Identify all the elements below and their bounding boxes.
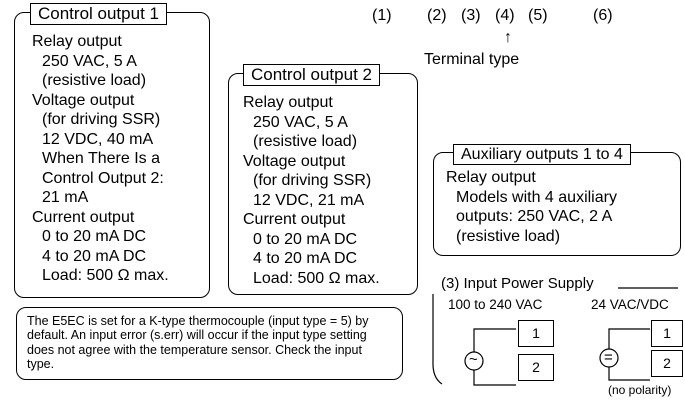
spec-line: 12 VDC, 21 mA bbox=[253, 191, 365, 209]
model-code-4: (4) bbox=[495, 7, 515, 24]
spec-line: Relay output bbox=[243, 94, 333, 111]
dc-terminal-1: 1 bbox=[651, 320, 683, 347]
dc-terminal-2: 2 bbox=[651, 350, 683, 377]
ac-source-icon bbox=[464, 351, 484, 371]
spec-line: Relay output bbox=[446, 169, 536, 186]
spec-line: Voltage output bbox=[32, 91, 135, 109]
spec-line: Current output bbox=[32, 208, 135, 226]
spec-line: 0 to 20 mA DC bbox=[42, 228, 147, 245]
power-supply-title: (3) Input Power Supply bbox=[441, 275, 594, 292]
spec-line: 4 to 20 mA DC bbox=[42, 247, 147, 265]
spec-line: (for driving SSR) bbox=[253, 172, 372, 189]
spec-line: Load: 500 Ω max. bbox=[42, 267, 169, 284]
spec-line: Control Output 2: bbox=[42, 169, 164, 187]
spec-line: 4 to 20 mA DC bbox=[253, 250, 358, 267]
spec-line: 250 VAC, 5 A bbox=[42, 52, 137, 70]
control-output-2-box bbox=[228, 73, 418, 295]
model-code-1: (1) bbox=[372, 7, 392, 24]
control-output-1-title: Control output 1 bbox=[30, 3, 167, 25]
spec-line: 12 VDC, 40 mA bbox=[42, 130, 154, 148]
ac-terminal-1: 1 bbox=[518, 320, 554, 347]
dc-wire-bottom bbox=[608, 366, 650, 381]
thermocouple-note: The E5EC is set for a K-type thermocoupl… bbox=[16, 307, 403, 380]
dc-equals-symbol: = bbox=[604, 349, 613, 366]
bracket-line bbox=[432, 294, 443, 385]
auxiliary-outputs-title: Auxiliary outputs 1 to 4 bbox=[453, 144, 631, 165]
spec-line: Models with 4 auxiliary bbox=[456, 188, 617, 206]
spec-line: Current output bbox=[243, 211, 346, 228]
ac-terminal-2: 2 bbox=[518, 354, 554, 381]
model-code-2: (2) bbox=[427, 7, 447, 24]
ac-wire-top bbox=[473, 328, 516, 354]
ac-wire-bottom bbox=[473, 368, 516, 386]
dc-source-icon bbox=[599, 348, 619, 368]
ac-wave-symbol: ~ bbox=[469, 351, 478, 368]
spec-line: (resistive load) bbox=[253, 133, 358, 150]
dc-wire-top bbox=[608, 328, 650, 350]
model-code-3: (3) bbox=[461, 7, 481, 24]
power-supply-diagram bbox=[432, 287, 678, 386]
ac-voltage-label: 100 to 240 VAC bbox=[448, 297, 543, 312]
no-polarity-note: (no polarity) bbox=[608, 383, 672, 397]
spec-line: (resistive load) bbox=[42, 72, 147, 89]
spec-line: Load: 500 Ω max. bbox=[253, 269, 380, 287]
up-arrow-icon: ↑ bbox=[504, 29, 512, 46]
spec-line: 21 mA bbox=[42, 189, 89, 206]
model-code-5: (5) bbox=[528, 7, 548, 24]
spec-line: (resistive load) bbox=[456, 227, 561, 245]
spec-line: When There Is a bbox=[42, 150, 160, 167]
spec-line: 0 to 20 mA DC bbox=[253, 230, 358, 248]
spec-line: Voltage output bbox=[243, 152, 346, 170]
control-output-1-box bbox=[14, 12, 210, 298]
terminal-type-label: Terminal type bbox=[424, 51, 520, 68]
spec-line: outputs: 250 VAC, 2 A bbox=[456, 208, 613, 225]
auxiliary-outputs-box bbox=[433, 152, 681, 256]
control-output-1-specs: Relay output 250 VAC, 5 A (resistive load)… bbox=[32, 32, 169, 286]
spec-line: Relay output bbox=[32, 33, 122, 50]
control-output-2-title: Control output 2 bbox=[243, 64, 380, 86]
model-code-6: (6) bbox=[593, 7, 613, 24]
dc-voltage-label: 24 VAC/VDC bbox=[591, 297, 669, 312]
spec-line: 250 VAC, 5 A bbox=[253, 113, 348, 131]
spec-line: (for driving SSR) bbox=[42, 111, 161, 128]
control-output-2-specs: Relay output 250 VAC, 5 A (resistive load)… bbox=[243, 93, 380, 288]
thermocouple-note-text: The E5EC is set for a K-type thermocoupl… bbox=[27, 314, 369, 372]
